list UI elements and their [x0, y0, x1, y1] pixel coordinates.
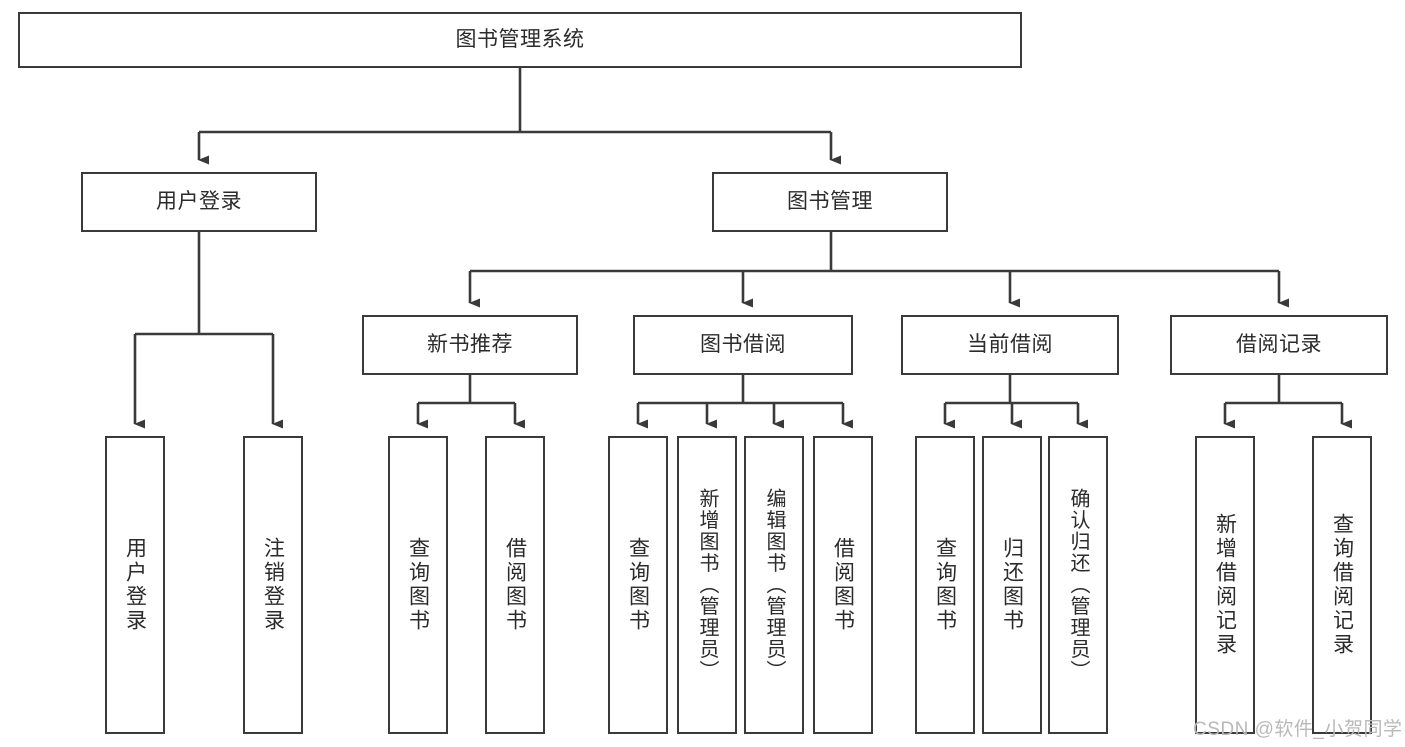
node-leaf-query-book-newbook[interactable]: 查询图书 — [388, 436, 448, 734]
node-label: 图书管理系统 — [455, 27, 585, 51]
node-root-book-management-system[interactable]: 图书管理系统 — [18, 12, 1022, 68]
node-leaf-query-book-current[interactable]: 查询图书 — [915, 436, 975, 734]
node-leaf-query-book-borrow[interactable]: 查询图书 — [608, 436, 668, 734]
node-book-management[interactable]: 图书管理 — [712, 172, 948, 232]
node-label: 图书借阅 — [700, 332, 786, 356]
node-label: 查询图书 — [406, 537, 430, 633]
node-label: 查询图书 — [626, 537, 650, 633]
node-label: 借阅记录 — [1236, 332, 1322, 356]
node-label: 查询借阅记录 — [1330, 513, 1354, 657]
node-label: 新增借阅记录 — [1213, 513, 1237, 657]
node-leaf-return-book[interactable]: 归还图书 — [982, 436, 1042, 734]
node-label: 确认归还（管理员） — [1067, 488, 1089, 682]
node-leaf-add-book-admin[interactable]: 新增图书（管理员） — [677, 436, 737, 734]
node-label: 归还图书 — [1000, 537, 1024, 633]
node-leaf-logout[interactable]: 注销登录 — [243, 436, 303, 734]
node-leaf-borrow-book-newbook[interactable]: 借阅图书 — [485, 436, 545, 734]
node-label: 借阅图书 — [831, 537, 855, 633]
node-leaf-borrow-book[interactable]: 借阅图书 — [813, 436, 873, 734]
node-current-borrow[interactable]: 当前借阅 — [901, 315, 1119, 375]
node-user-login[interactable]: 用户登录 — [81, 172, 317, 232]
node-leaf-query-borrow-record[interactable]: 查询借阅记录 — [1312, 436, 1372, 734]
node-leaf-user-login[interactable]: 用户登录 — [105, 436, 165, 734]
node-label: 新增图书（管理员） — [696, 488, 718, 682]
node-label: 新书推荐 — [427, 332, 513, 356]
node-label: 当前借阅 — [967, 332, 1053, 356]
node-label: 注销登录 — [261, 537, 285, 633]
csdn-watermark: CSDN @软件_小贺同学 — [1193, 719, 1403, 740]
node-label: 查询图书 — [933, 537, 957, 633]
node-leaf-add-borrow-record[interactable]: 新增借阅记录 — [1195, 436, 1255, 734]
node-label: 借阅图书 — [503, 537, 527, 633]
node-borrow-record[interactable]: 借阅记录 — [1170, 315, 1388, 375]
node-new-book-recommend[interactable]: 新书推荐 — [362, 315, 578, 375]
node-label: 图书管理 — [787, 189, 873, 213]
node-label: 编辑图书（管理员） — [763, 488, 785, 682]
node-label: 用户登录 — [123, 537, 147, 633]
node-leaf-edit-book-admin[interactable]: 编辑图书（管理员） — [744, 436, 804, 734]
node-book-borrow[interactable]: 图书借阅 — [633, 315, 853, 375]
node-leaf-confirm-return-admin[interactable]: 确认归还（管理员） — [1048, 436, 1108, 734]
node-label: 用户登录 — [156, 189, 242, 213]
